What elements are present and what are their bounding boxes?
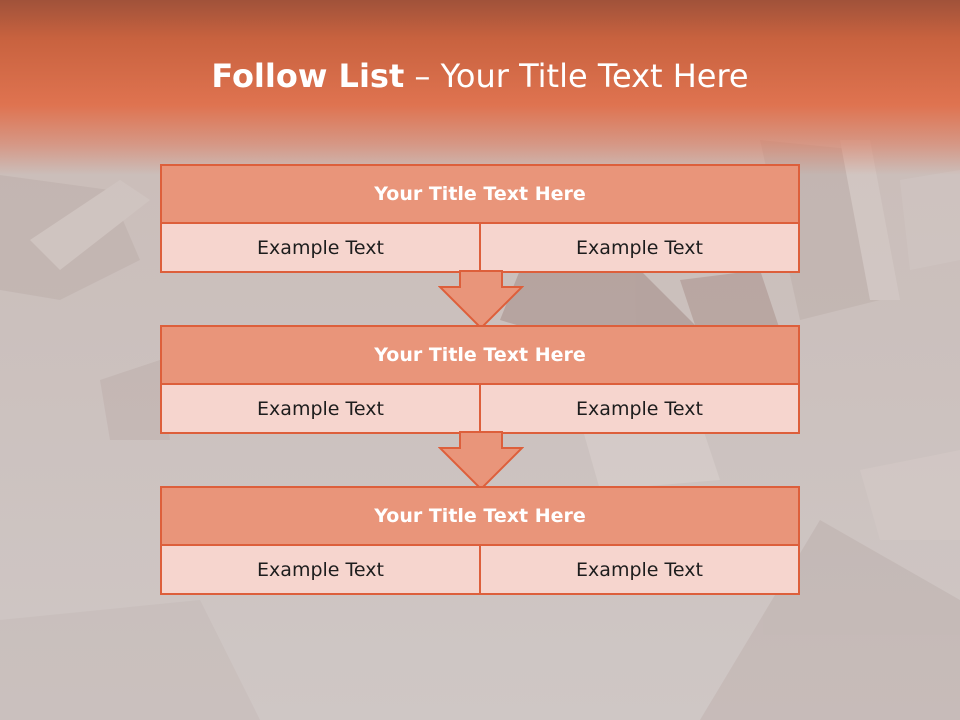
block-title: Your Title Text Here [162,327,798,385]
block-title: Your Title Text Here [162,166,798,224]
slide-title-rest: Your Title Text Here [440,57,749,95]
down-arrow-icon [438,270,524,330]
block-row: Example Text Example Text [162,224,798,271]
list-block-3: Your Title Text Here Example Text Exampl… [160,486,800,595]
block-cell-left: Example Text [257,397,384,420]
block-cell-right: Example Text [479,224,798,271]
slide-title: Follow List – Your Title Text Here [0,54,960,98]
list-block-1: Your Title Text Here Example Text Exampl… [160,164,800,273]
block-row: Example Text Example Text [162,385,798,432]
block-cell-left: Example Text [257,236,384,259]
block-row: Example Text Example Text [162,546,798,593]
block-title: Your Title Text Here [162,488,798,546]
slide-title-bold: Follow List [211,57,405,95]
slide-title-separator: – [414,57,431,95]
block-cell-right: Example Text [479,546,798,593]
block-cell-left: Example Text [257,558,384,581]
down-arrow-icon [438,431,524,491]
header-band [0,0,960,175]
list-block-2: Your Title Text Here Example Text Exampl… [160,325,800,434]
block-cell-right: Example Text [479,385,798,432]
